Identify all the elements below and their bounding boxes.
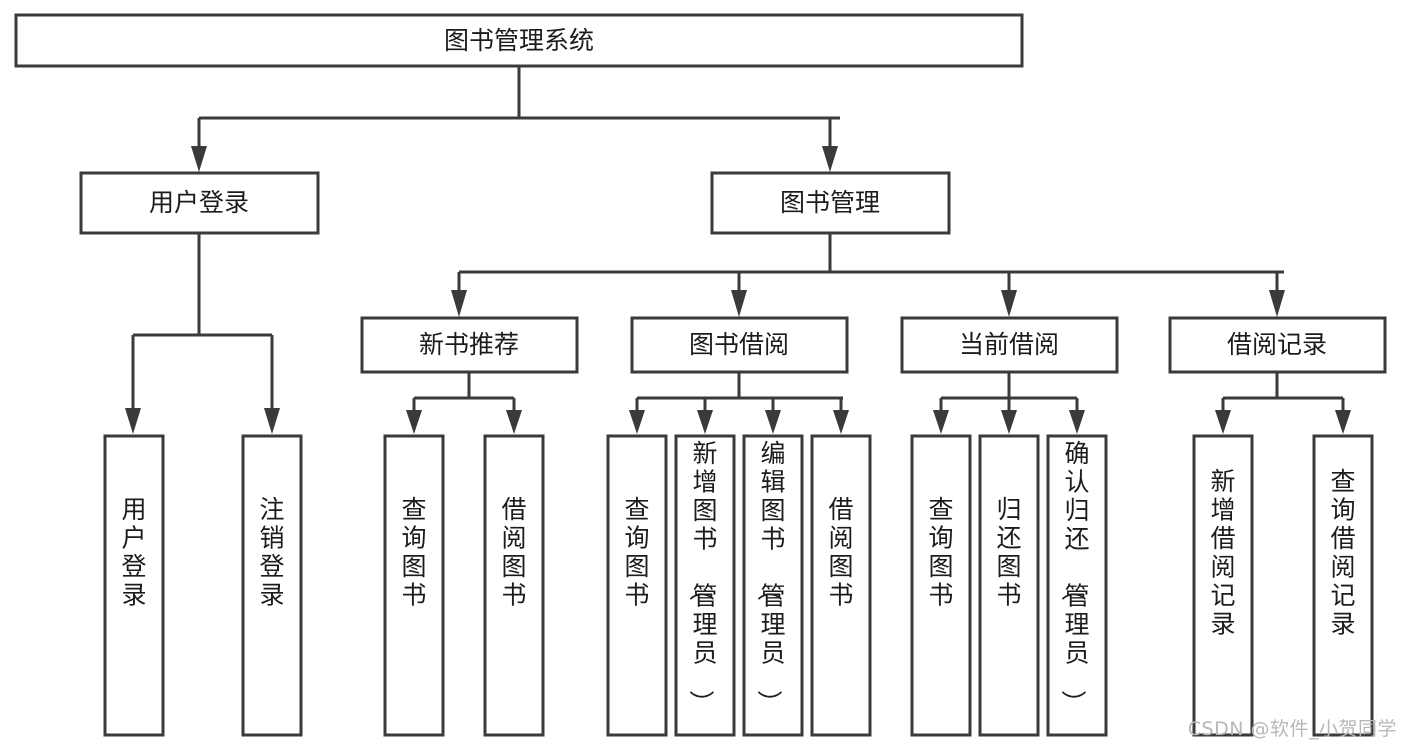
- edge-group: [125, 66, 1351, 434]
- leaf-query-book-recommend-box[interactable]: [383, 434, 445, 737]
- leaf-query-book-borrow[interactable]: 查询图书: [606, 434, 668, 737]
- node-user-login[interactable]: 用户登录: [79, 171, 320, 235]
- leaf-confirm-return-admin[interactable]: 确认归还（管理员）: [1046, 434, 1108, 737]
- current-borrow-label: 当前借阅: [959, 330, 1059, 359]
- node-root-book-management-system[interactable]: 图书管理系统: [14, 13, 1024, 68]
- book-management-label: 图书管理: [780, 188, 880, 217]
- arrowhead-bookborrow-leaf-2: [697, 410, 713, 434]
- borrow-record-box[interactable]: [1168, 316, 1387, 374]
- node-book-management[interactable]: 图书管理: [710, 171, 951, 235]
- leaf-query-book-recommend-label: 查询图书: [401, 495, 426, 610]
- leaf-return-book-label: 归还图书: [996, 495, 1021, 610]
- arrowhead-bookborrow-leaf-1: [629, 410, 645, 434]
- leaf-query-book-recommend[interactable]: 查询图书: [383, 434, 445, 737]
- leaf-add-book-admin[interactable]: 新增图书（管理员）: [674, 434, 736, 737]
- arrowhead-leaf-user-login: [125, 408, 141, 434]
- user-login-label: 用户登录: [149, 188, 249, 217]
- node-borrow-record[interactable]: 借阅记录: [1168, 316, 1387, 374]
- current-borrow-box[interactable]: [900, 316, 1119, 374]
- leaf-edit-book-admin-box[interactable]: [742, 434, 804, 737]
- arrowhead-borrowrecord-leaf-2: [1335, 410, 1351, 434]
- leaf-logout-box[interactable]: [241, 434, 303, 737]
- leaf-return-book-box[interactable]: [978, 434, 1040, 737]
- leaf-borrow-book-recommend[interactable]: 借阅图书: [483, 434, 545, 737]
- user-login-box[interactable]: [79, 171, 320, 235]
- arrowhead-currentborrow-leaf-2: [1001, 410, 1017, 434]
- leaf-query-book-current[interactable]: 查询图书: [910, 434, 972, 737]
- arrowhead-newbook-leaf-1: [406, 410, 422, 434]
- arrowhead-book-manage: [822, 146, 838, 172]
- arrowhead-borrow-record: [1269, 290, 1285, 317]
- arrowhead-bookborrow-leaf-3: [765, 410, 781, 434]
- leaf-edit-book-admin[interactable]: 编辑图书（管理员）: [742, 434, 804, 737]
- watermark-text: CSDN @软件_小贺同学: [1187, 718, 1397, 740]
- arrowhead-user-login: [191, 146, 207, 172]
- leaf-query-book-current-label: 查询图书: [928, 495, 953, 610]
- arrowhead-new-book-recommend: [451, 290, 467, 317]
- leaf-add-book-admin-label: 新增图书（管理员）: [686, 439, 717, 715]
- leaf-query-book-borrow-label: 查询图书: [624, 495, 649, 610]
- arrowhead-borrowrecord-leaf-1: [1215, 410, 1231, 434]
- leaf-query-book-current-box[interactable]: [910, 434, 972, 737]
- root-box[interactable]: [14, 13, 1024, 68]
- leaf-query-borrow-record[interactable]: 查询借阅记录: [1312, 434, 1374, 737]
- leaf-return-book[interactable]: 归还图书: [978, 434, 1040, 737]
- leaf-user-login[interactable]: 用户登录: [103, 434, 165, 737]
- node-new-book-recommend[interactable]: 新书推荐: [360, 316, 579, 374]
- arrowhead-book-borrow: [731, 290, 747, 317]
- leaf-borrow-book-recommend-label: 借阅图书: [501, 495, 526, 610]
- arrowhead-leaf-logout: [264, 408, 280, 434]
- arrowhead-newbook-leaf-2: [506, 410, 522, 434]
- leaf-add-borrow-record-label: 新增借阅记录: [1210, 467, 1235, 639]
- book-borrow-box[interactable]: [630, 316, 849, 374]
- leaf-query-borrow-record-box[interactable]: [1312, 434, 1374, 737]
- leaf-add-borrow-record[interactable]: 新增借阅记录: [1192, 434, 1254, 737]
- borrow-record-label: 借阅记录: [1227, 330, 1327, 359]
- book-management-box[interactable]: [710, 171, 951, 235]
- arrowhead-current-borrow: [1001, 290, 1017, 317]
- node-current-borrow[interactable]: 当前借阅: [900, 316, 1119, 374]
- leaf-borrow-book[interactable]: 借阅图书: [810, 434, 872, 737]
- leaf-user-login-box[interactable]: [103, 434, 165, 737]
- node-book-borrow[interactable]: 图书借阅: [630, 316, 849, 374]
- arrowhead-currentborrow-leaf-1: [933, 410, 949, 434]
- root-label: 图书管理系统: [444, 26, 594, 55]
- new-book-recommend-box[interactable]: [360, 316, 579, 374]
- arrowhead-currentborrow-leaf-3: [1069, 410, 1085, 434]
- leaf-add-borrow-record-box[interactable]: [1192, 434, 1254, 737]
- leaf-query-borrow-record-label: 查询借阅记录: [1330, 467, 1355, 639]
- arrowhead-bookborrow-leaf-4: [833, 410, 849, 434]
- leaf-logout-label: 注销登录: [259, 495, 284, 610]
- leaf-logout[interactable]: 注销登录: [241, 434, 303, 737]
- leaf-user-login-label: 用户登录: [121, 495, 146, 610]
- leaf-borrow-book-box[interactable]: [810, 434, 872, 737]
- leaf-edit-book-admin-label: 编辑图书（管理员）: [754, 439, 785, 715]
- leaf-confirm-return-admin-box[interactable]: [1046, 434, 1108, 737]
- leaf-add-book-admin-box[interactable]: [674, 434, 736, 737]
- leaf-confirm-return-admin-label: 确认归还（管理员）: [1058, 439, 1089, 715]
- book-borrow-label: 图书借阅: [689, 330, 789, 359]
- new-book-recommend-label: 新书推荐: [419, 330, 519, 359]
- leaf-borrow-book-recommend-box[interactable]: [483, 434, 545, 737]
- leaf-query-book-borrow-box[interactable]: [606, 434, 668, 737]
- leaf-borrow-book-label: 借阅图书: [828, 495, 853, 610]
